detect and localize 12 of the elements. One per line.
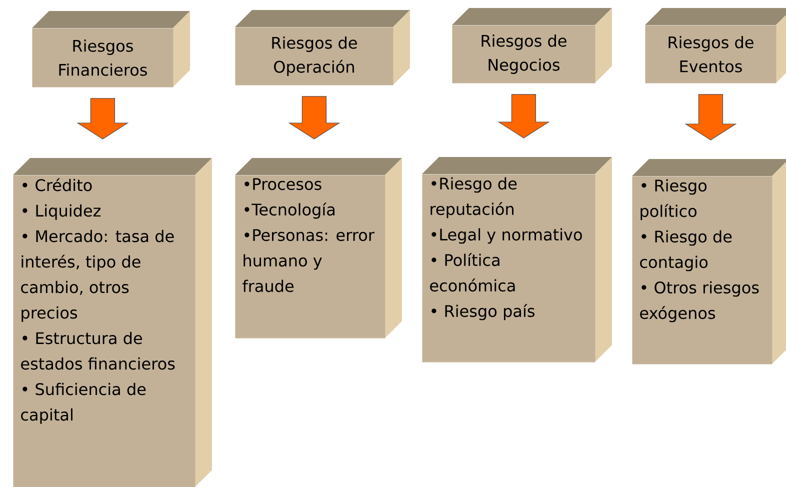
list-box: •Riesgo de reputación •Legal y normativo • Política económica • Riesgo país <box>422 157 612 362</box>
arrow <box>684 94 737 140</box>
arrow <box>288 96 340 140</box>
list-box: • Riesgo político • Riesgo de contagio • Otros riesgos exógenos <box>632 159 786 364</box>
list-box: •Procesos •Tecnología •Personas: error humano y fraude <box>235 158 402 338</box>
list-box: • Crédito • Liquidez • Mercado: tasa de interés, tipo de cambio, otros precios • Estructura de estados financieros • Suficiencia de capital <box>13 158 212 487</box>
arrow <box>498 94 550 138</box>
arrow <box>76 98 129 140</box>
category-box: Riesgos Financieros <box>32 11 190 88</box>
category-box: Riesgos de Eventos <box>645 8 786 84</box>
category-box: Riesgos de Negocios <box>452 8 612 84</box>
category-box: Riesgos de Operación <box>235 10 410 86</box>
